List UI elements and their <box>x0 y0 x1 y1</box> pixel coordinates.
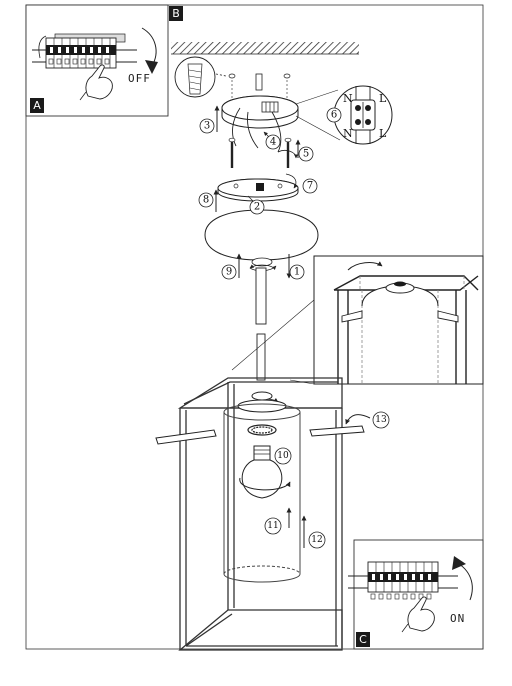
step-4-marker: 4 <box>265 134 281 150</box>
svg-text:3: 3 <box>204 121 210 132</box>
step-11-marker: 11 <box>264 517 282 535</box>
step-6-marker: 6 <box>326 107 342 123</box>
step-13-marker: 13 <box>372 411 390 429</box>
svg-text:6: 6 <box>331 110 337 121</box>
lamp-cage <box>155 377 371 651</box>
svg-text:13: 13 <box>375 415 387 425</box>
svg-text:7: 7 <box>307 181 313 192</box>
step-9-marker: 9 <box>221 264 237 280</box>
svg-text:1: 1 <box>294 267 300 278</box>
svg-text:5: 5 <box>303 149 309 160</box>
step-markers: 1 2 3 4 5 6 7 8 9 10 11 12 13 <box>198 107 390 549</box>
step-7-marker: 7 <box>302 178 318 194</box>
terminal-label-l-top: L <box>379 92 387 105</box>
svg-text:8: 8 <box>203 195 209 206</box>
step-10-marker: 10 <box>274 447 292 465</box>
terminal-label-l-bottom: L <box>379 127 387 140</box>
pin-left <box>155 429 217 445</box>
step-12-marker: 12 <box>308 531 326 549</box>
panel-c-label: C <box>356 632 370 647</box>
switch-off-text: OFF <box>128 72 151 85</box>
step-3-marker: 3 <box>199 118 215 134</box>
panel-b-label: B <box>169 6 183 21</box>
switch-on-text: ON <box>450 612 466 625</box>
svg-text:12: 12 <box>311 535 322 545</box>
step-2-marker: 2 <box>249 199 265 215</box>
svg-text:2: 2 <box>254 202 260 213</box>
step-5-marker: 5 <box>298 146 314 162</box>
step-1-marker: 1 <box>289 264 305 280</box>
detail-box-top-mount <box>231 255 484 385</box>
svg-text:10: 10 <box>277 451 289 461</box>
svg-text:9: 9 <box>226 267 232 278</box>
hand-icon <box>407 596 435 632</box>
canopy <box>204 209 319 261</box>
hand-icon <box>85 64 113 100</box>
panel-a-label: A <box>30 98 44 113</box>
svg-text:4: 4 <box>270 137 276 148</box>
panel-a-breaker-off <box>25 4 169 117</box>
panel-c-breaker-on <box>348 539 484 650</box>
fixing-screw-icon <box>228 137 292 168</box>
pin-right <box>309 425 365 437</box>
svg-text:11: 11 <box>267 521 278 531</box>
terminal-label-n-top: N <box>343 92 353 105</box>
terminal-label-n-bottom: N <box>343 127 353 140</box>
step-8-marker: 8 <box>198 192 214 208</box>
suspension-rod <box>255 267 267 381</box>
panel-b-ceiling-mount: N L N L <box>171 42 393 279</box>
